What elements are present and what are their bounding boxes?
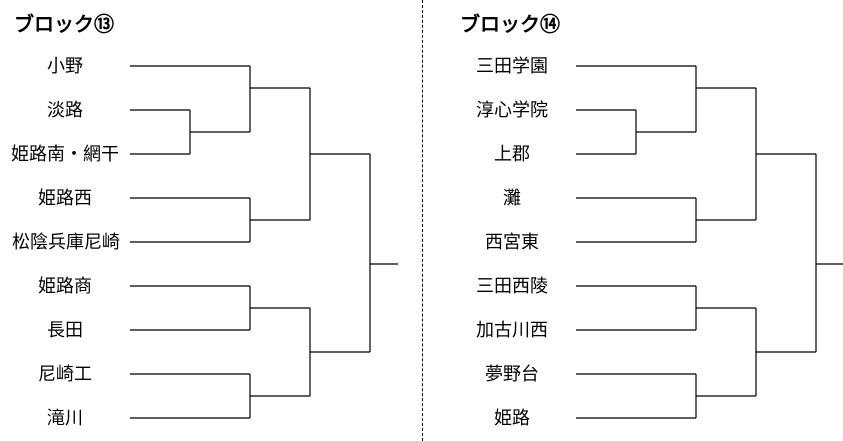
team-6: 加古川西 [476, 320, 548, 341]
team-6: 長田 [47, 320, 83, 341]
team-8: 姫路 [494, 408, 530, 429]
team-3: 姫路西 [38, 188, 92, 209]
team-4: 西宮東 [485, 232, 539, 253]
team-3: 灘 [503, 188, 521, 209]
block-14-bracket [576, 65, 843, 419]
block-14-title: ブロック⑭ [460, 12, 560, 36]
team-8: 滝川 [47, 408, 83, 429]
team-4: 松陰兵庫尼崎 [12, 232, 120, 253]
block-13-bracket [130, 65, 398, 419]
block-13-title: ブロック⑬ [14, 12, 114, 36]
bracket-divider [422, 0, 423, 441]
team-7: 尼崎工 [38, 364, 92, 385]
team-2: 姫路南・網干 [11, 144, 119, 165]
team-0: 小野 [47, 56, 83, 77]
team-1: 淡路 [47, 100, 83, 121]
team-0: 三田学園 [476, 56, 548, 77]
team-5: 姫路商 [38, 276, 92, 297]
team-7: 夢野台 [485, 364, 539, 385]
team-1: 淳心学院 [476, 100, 548, 121]
team-2: 上郡 [494, 144, 530, 165]
team-5: 三田西陵 [476, 276, 548, 297]
